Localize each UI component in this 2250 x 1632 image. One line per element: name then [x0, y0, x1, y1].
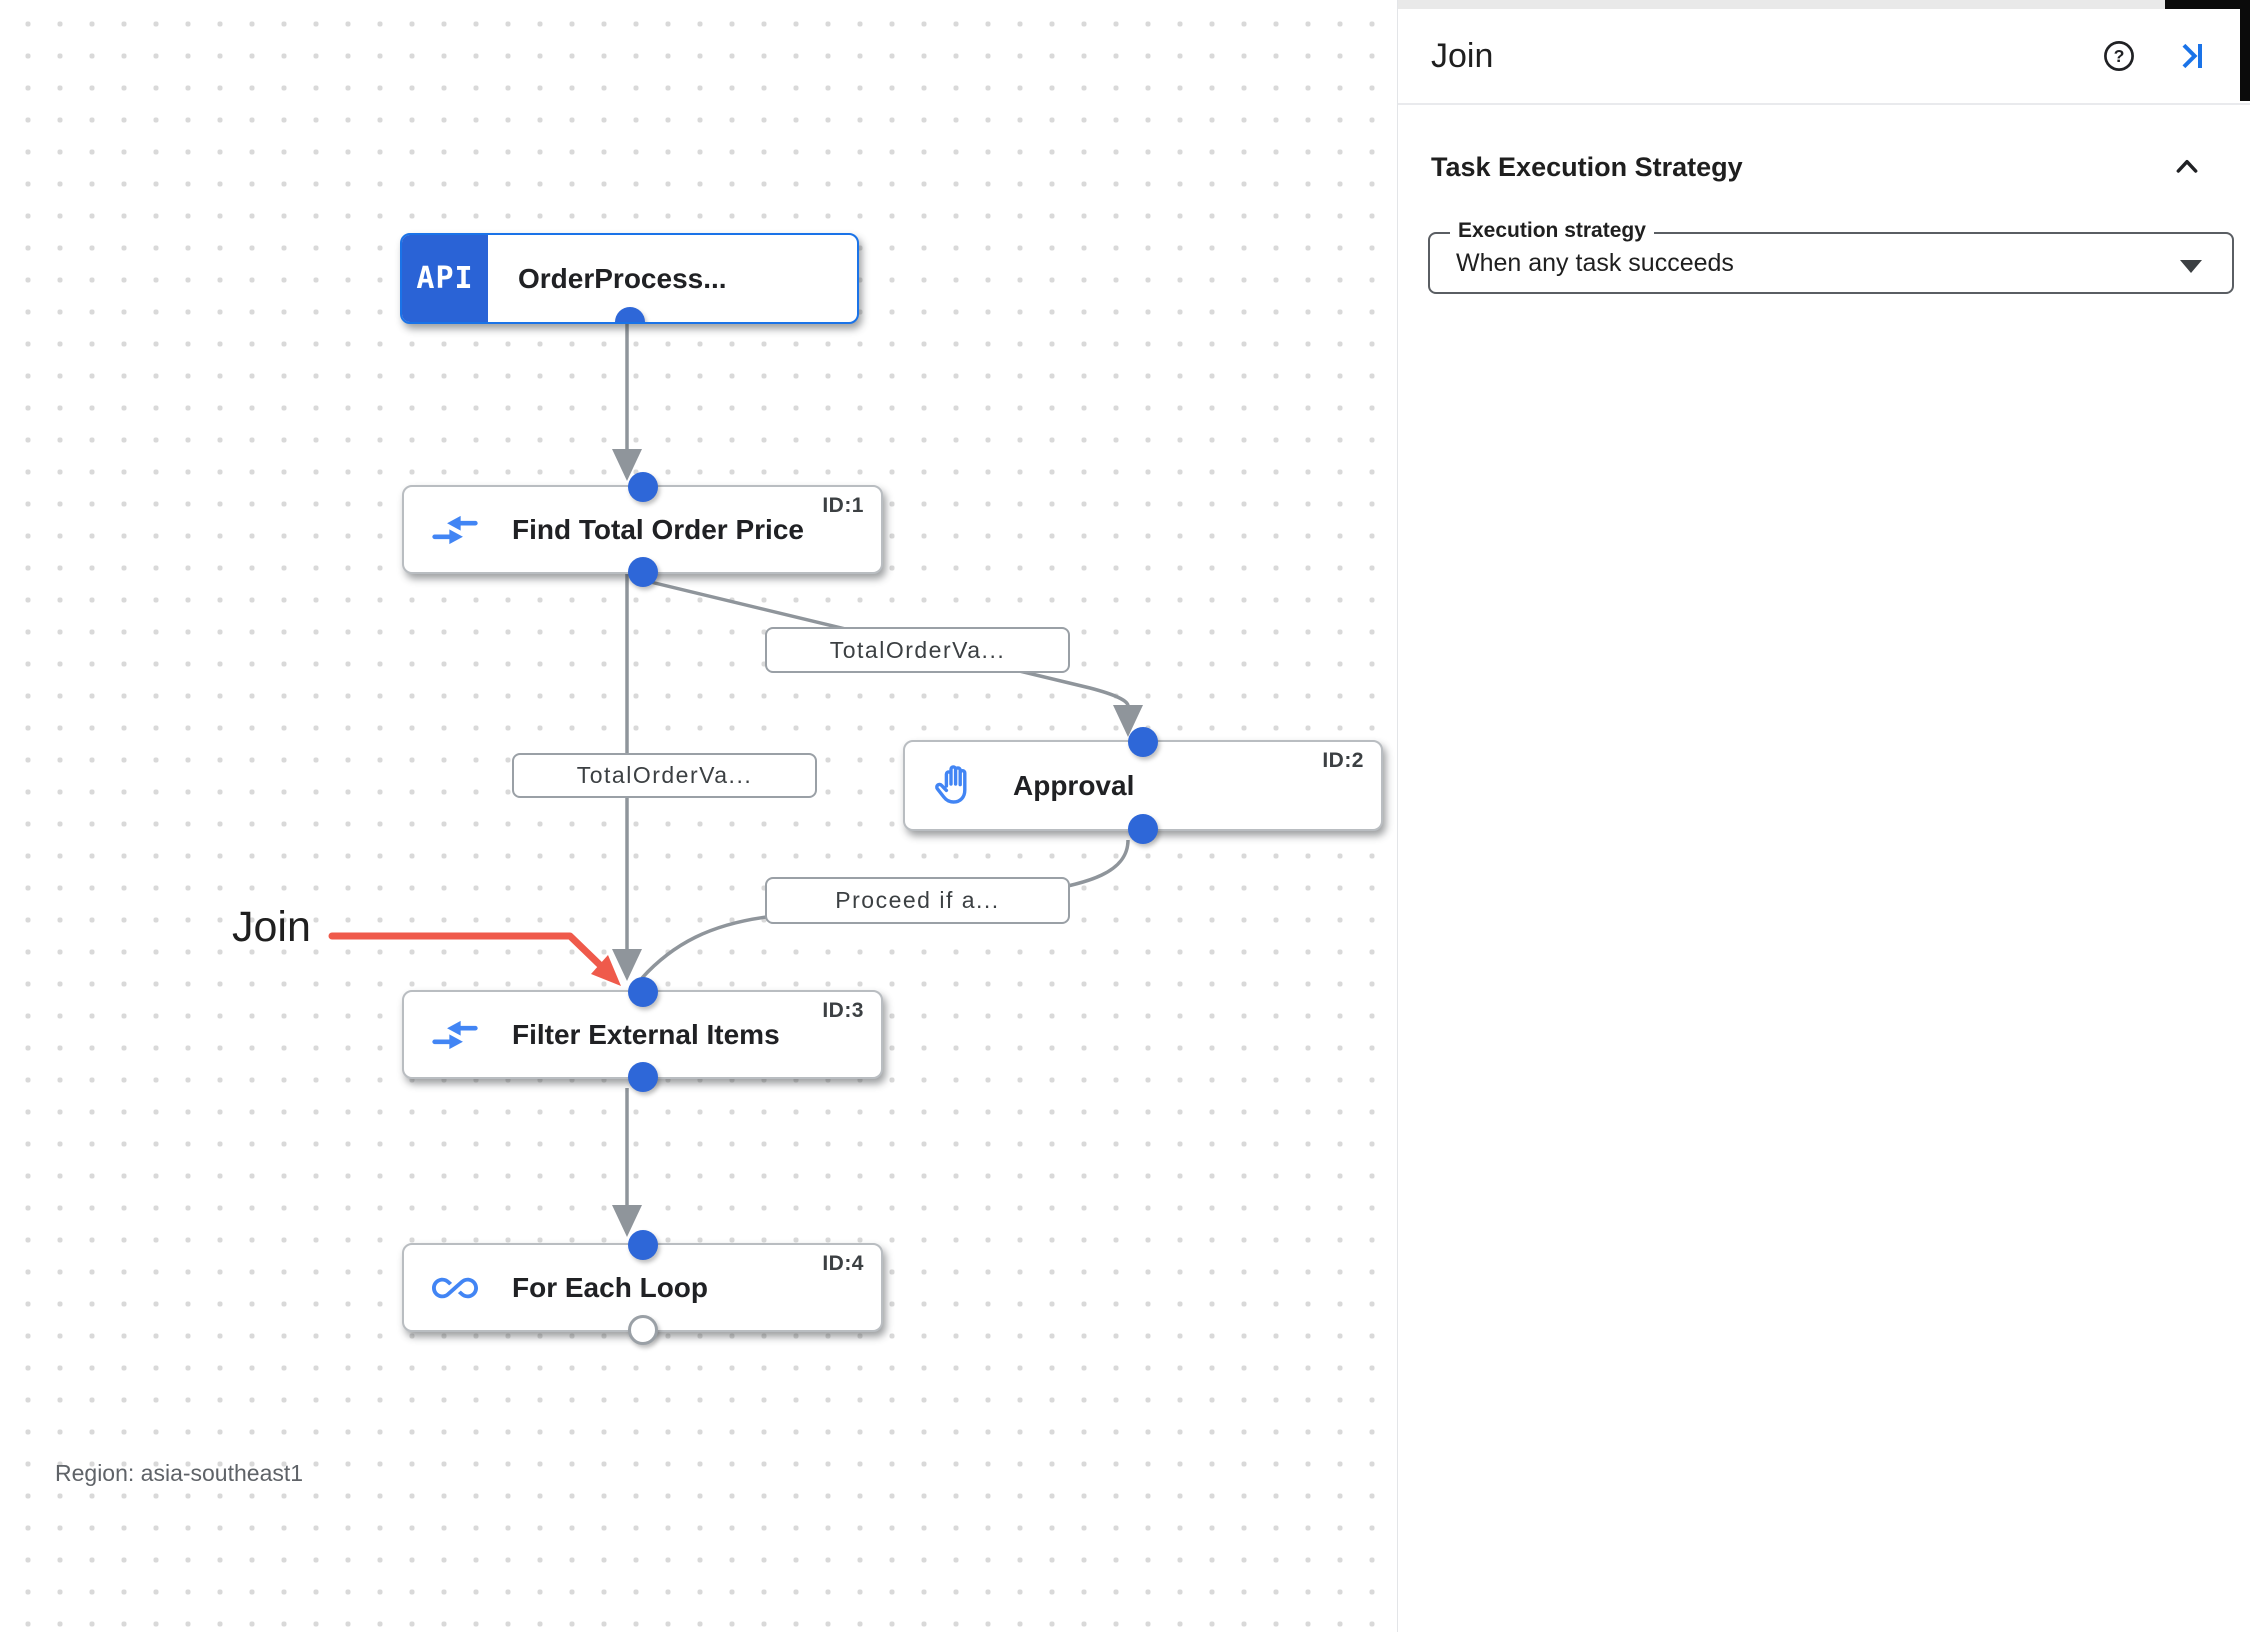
task-execution-strategy-section: Task Execution Strategy: [1398, 151, 2250, 183]
config-panel: Join ? Task Execution Strategy: [1397, 0, 2250, 1632]
for-each-loop-icon: [430, 1263, 480, 1313]
panel-header: Join ?: [1398, 9, 2250, 105]
join-annotation-arrowhead-icon: [591, 955, 621, 986]
input-port[interactable]: [627, 472, 658, 502]
data-mapping-icon: [430, 1010, 480, 1060]
execution-strategy-label: Execution strategy: [1450, 219, 1654, 243]
node-id-badge: ID:2: [1322, 749, 1364, 772]
output-port[interactable]: [627, 557, 658, 587]
node-find-total-order-price[interactable]: Find Total Order Price ID:1: [402, 472, 883, 587]
output-port[interactable]: [1128, 814, 1158, 844]
data-mapping-icon: [430, 505, 480, 555]
workflow-canvas[interactable]: API OrderProcess... Find Total Order Pri…: [0, 0, 1397, 1632]
api-trigger-badge: API: [402, 235, 488, 322]
node-title: Find Total Order Price: [512, 513, 804, 545]
edge-label-total-order-value-1[interactable]: TotalOrderVa...: [765, 627, 1070, 673]
chevron-up-icon[interactable]: [2171, 151, 2203, 183]
node-title: Approval: [1013, 769, 1135, 801]
output-port-open[interactable]: [627, 1315, 658, 1345]
execution-strategy-select[interactable]: Execution strategy When any task succeed…: [1428, 219, 2234, 294]
right-black-bar: [2240, 0, 2250, 101]
approval-hand-icon: [931, 761, 981, 811]
node-filter-external-items[interactable]: Filter External Items ID:3: [402, 977, 883, 1092]
dropdown-arrow-icon: [2180, 260, 2202, 273]
section-heading: Task Execution Strategy: [1431, 151, 1743, 182]
node-id-badge: ID:1: [822, 494, 864, 517]
node-api-trigger[interactable]: API OrderProcess...: [400, 233, 859, 324]
node-id-badge: ID:3: [822, 999, 864, 1022]
panel-top-strip: [1398, 0, 2250, 9]
join-annotation-arrow: [328, 932, 604, 969]
node-approval[interactable]: Approval ID:2: [903, 727, 1383, 844]
join-annotation-text: Join: [232, 903, 311, 951]
input-port[interactable]: [627, 1230, 658, 1260]
collapse-panel-icon[interactable]: [2176, 40, 2208, 72]
arrowhead-icon: [612, 949, 642, 981]
output-port[interactable]: [614, 307, 645, 322]
svg-text:?: ?: [2114, 46, 2125, 66]
panel-title: Join: [1431, 36, 1494, 75]
node-title: For Each Loop: [512, 1271, 708, 1303]
execution-strategy-value: When any task succeeds: [1456, 249, 1734, 277]
top-black-bar: [2165, 0, 2250, 9]
node-title: Filter External Items: [512, 1018, 780, 1050]
edge-label-total-order-value-2[interactable]: TotalOrderVa...: [512, 753, 817, 798]
node-for-each-loop[interactable]: For Each Loop ID:4: [402, 1230, 883, 1345]
edge-label-proceed-if[interactable]: Proceed if a...: [765, 877, 1070, 924]
output-port[interactable]: [627, 1062, 658, 1092]
node-id-badge: ID:4: [822, 1252, 864, 1275]
input-port[interactable]: [627, 977, 658, 1007]
node-title: OrderProcess...: [518, 262, 727, 294]
input-port[interactable]: [1128, 727, 1158, 757]
region-label: Region: asia-southeast1: [55, 1460, 304, 1486]
help-icon[interactable]: ?: [2102, 39, 2136, 73]
